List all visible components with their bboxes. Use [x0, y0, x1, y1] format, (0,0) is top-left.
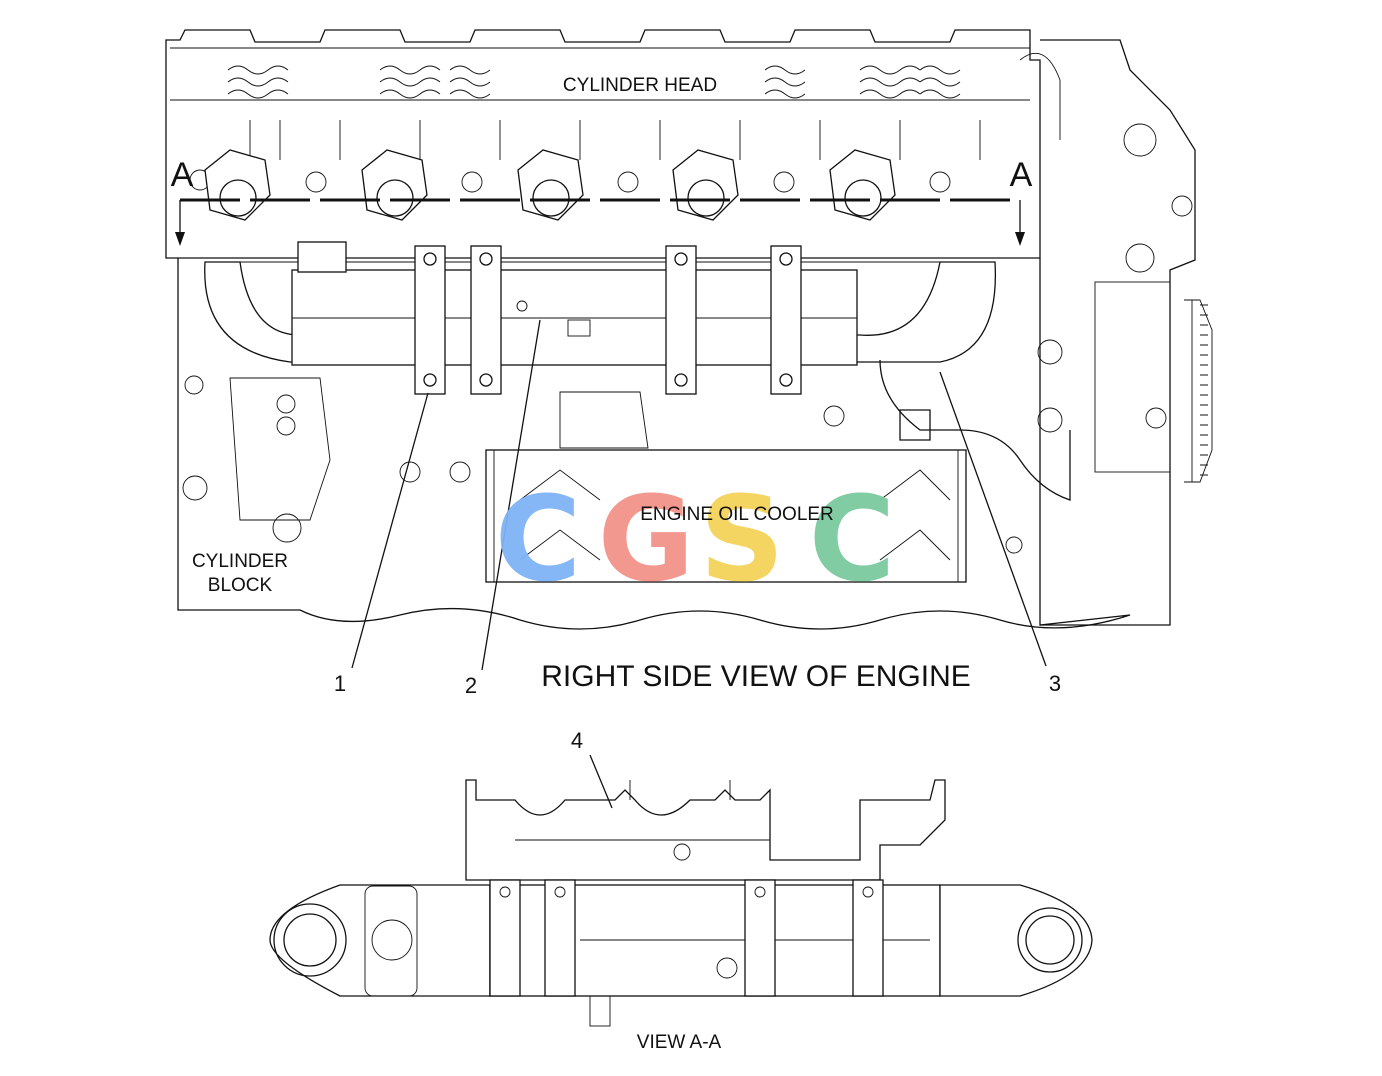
front-housing-drawing [1005, 39, 1213, 626]
bracket-drawing [465, 779, 946, 881]
leader-line-4 [589, 754, 613, 809]
callout-4: 4 [571, 728, 583, 753]
watermark: C G S C [495, 470, 896, 608]
watermark-letter-2: G [598, 470, 695, 608]
section-marker-left: A [171, 156, 194, 194]
cylinder-head-label: CYLINDER HEAD [563, 75, 717, 96]
watermark-letter-1: C [495, 470, 582, 608]
engine-oil-cooler-label: ENGINE OIL COOLER [640, 504, 834, 525]
section-view-title: VIEW A-A [637, 1032, 722, 1053]
callout-2: 2 [465, 673, 477, 698]
cylinder-block-label-line2: BLOCK [208, 575, 273, 596]
cylinder-block-drawing [177, 258, 1131, 630]
right-side-view [165, 29, 1213, 671]
leader-lines [351, 319, 1047, 671]
watermark-letter-3: S [700, 470, 785, 608]
valve-springs [227, 65, 961, 99]
exhaust-ports [204, 149, 896, 221]
clamps [414, 245, 802, 395]
cylinder-block-label-line1: CYLINDER [192, 551, 288, 572]
coolant-tube-drawing [291, 241, 858, 366]
main-title: RIGHT SIDE VIEW OF ENGINE [541, 660, 971, 693]
coolant-hose-drawing [879, 359, 1071, 501]
callout-3: 3 [1049, 671, 1061, 696]
section-cut-line [175, 198, 1025, 246]
section-marker-right: A [1010, 156, 1033, 194]
section-view-a-a [269, 754, 1093, 1027]
watermark-letter-4: C [809, 470, 896, 608]
callout-1: 1 [334, 671, 346, 696]
cylinder-head-drawing [165, 29, 1041, 259]
engine-oil-cooler-drawing [485, 449, 967, 583]
tube-body-drawing [269, 879, 1093, 1027]
